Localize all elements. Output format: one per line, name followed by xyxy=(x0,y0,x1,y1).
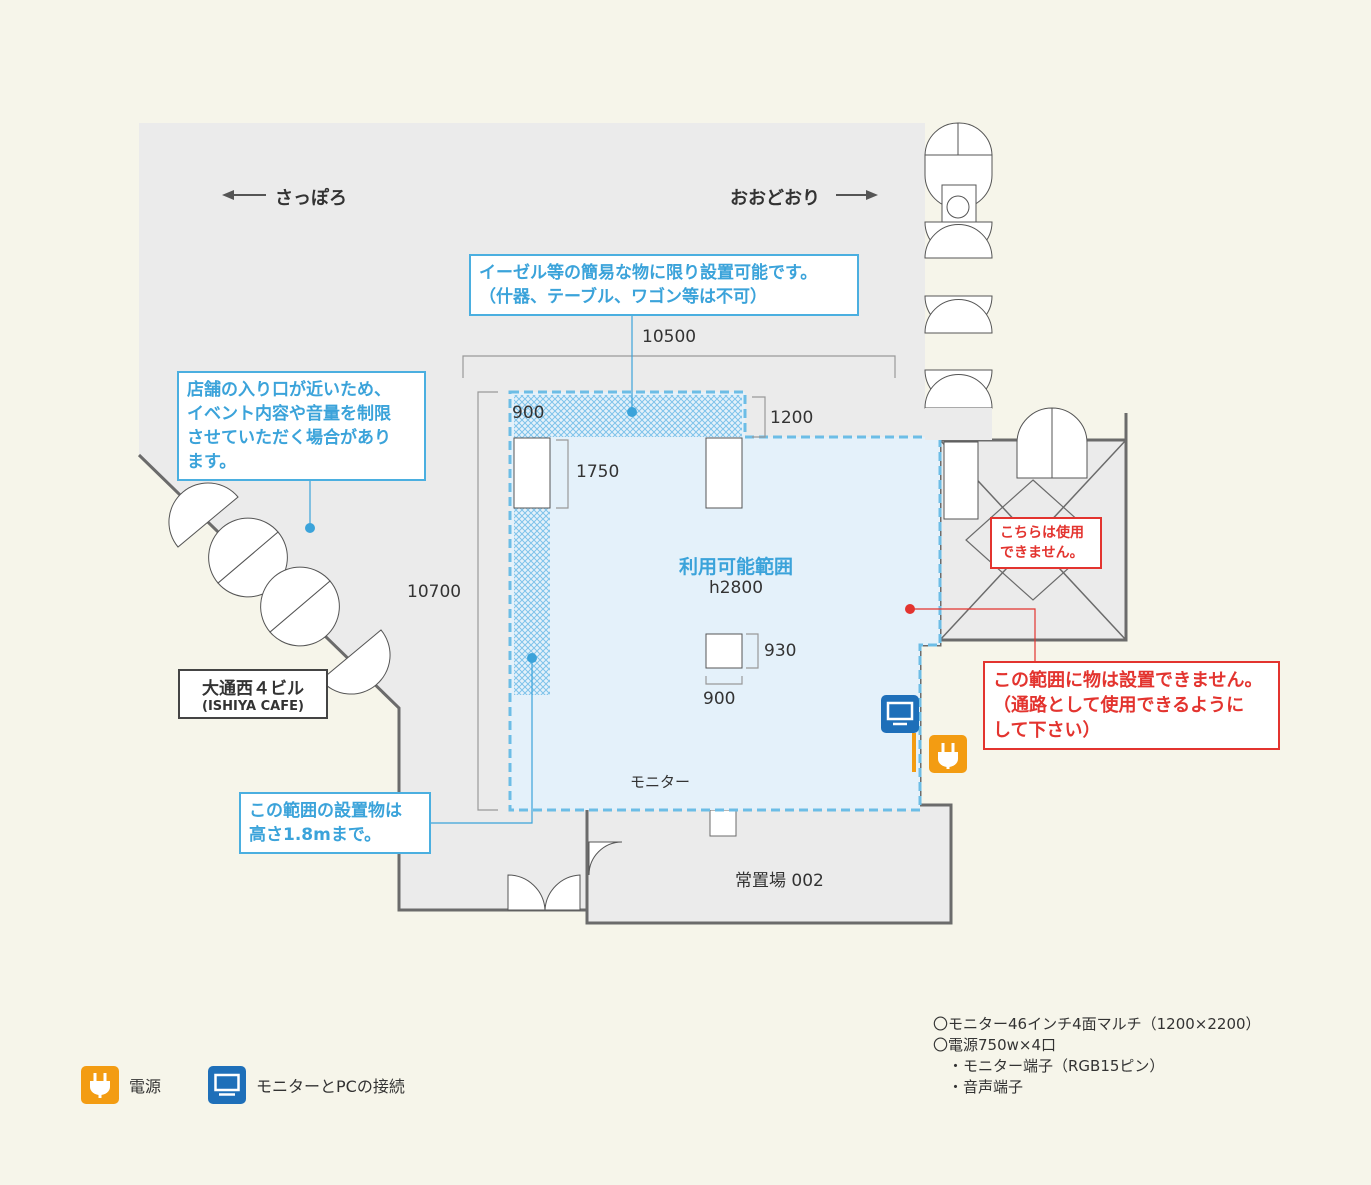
dim-top-depth: 1200 xyxy=(770,408,814,428)
direction-left-label: さっぽろ xyxy=(275,188,347,209)
dim-width-total: 10500 xyxy=(642,327,697,347)
storage-box xyxy=(709,809,737,837)
storage-door xyxy=(588,841,623,876)
storage-label: 常置場 002 xyxy=(735,871,824,891)
note-line: 〇モニター46インチ4面マルチ（1200×2200） xyxy=(933,1015,1261,1033)
dim-pillar-w: 900 xyxy=(703,689,736,709)
no-objects-callout: この範囲に物は設置できません。 （通路として使用できるように して下さい） xyxy=(983,661,1280,750)
leader-height xyxy=(430,658,533,824)
bottom-door-right xyxy=(544,874,581,911)
direction-right-label: おおどおり xyxy=(730,188,820,209)
height-callout: この範囲の設置物は 高さ1.8mまで。 xyxy=(239,792,431,854)
dim-col-height: 1750 xyxy=(576,462,620,482)
annex-pillar xyxy=(943,441,979,520)
area-title: 利用可能範囲 xyxy=(678,556,793,578)
leader-red xyxy=(910,608,1036,664)
building-label: 大通西４ビル (ISHIYA CAFE) xyxy=(178,669,328,719)
pillar-right xyxy=(705,437,743,509)
note-line: 〇電源750w×4口 xyxy=(933,1036,1057,1054)
note-line: ・モニター端子（RGB15ピン） xyxy=(933,1057,1165,1075)
easel-callout: イーゼル等の簡易な物に限り設置可能です。 （什器、テーブル、ワゴン等は不可） xyxy=(469,254,859,316)
not-usable-callout: こちらは使用 できません。 xyxy=(990,517,1102,569)
usable-area xyxy=(508,390,942,812)
west-doors xyxy=(168,482,391,695)
power-icon xyxy=(929,735,967,773)
pillar-center xyxy=(705,633,743,669)
legend-power: 電源 xyxy=(81,1066,161,1104)
annex-door-right xyxy=(1051,407,1088,479)
dim-col-width: 900 xyxy=(512,403,545,423)
legend-power-label: 電源 xyxy=(129,1077,162,1096)
area-height: h2800 xyxy=(708,578,764,598)
pillar-left xyxy=(513,437,551,509)
monitor-label: モニター xyxy=(630,773,691,791)
monitor-pc-icon xyxy=(881,695,919,733)
easel-zone xyxy=(514,395,742,437)
bottom-door-left xyxy=(507,874,546,911)
dim-pillar-h: 930 xyxy=(764,641,797,661)
note-line: ・音声端子 xyxy=(933,1078,1024,1096)
equipment-notes: 〇モニター46インチ4面マルチ（1200×2200） 〇電源750w×4口 ・モ… xyxy=(933,1014,1261,1098)
dim-height-total: 10700 xyxy=(407,582,462,602)
shop-callout: 店舗の入り口が近いため、 イベント内容や音量を制限 させていただく場合があり ま… xyxy=(177,371,426,481)
annex-door-left xyxy=(1016,407,1053,479)
building-name: 大通西４ビル xyxy=(202,679,304,699)
storage-room xyxy=(585,803,953,925)
legend-monitor: モニターとPCの接続 xyxy=(208,1066,405,1104)
building-sub: (ISHIYA CAFE) xyxy=(202,699,304,714)
monitor-icon xyxy=(208,1066,246,1104)
legend-monitor-label: モニターとPCの接続 xyxy=(256,1077,405,1096)
power-icon xyxy=(81,1066,119,1104)
top-right-doors xyxy=(924,122,993,440)
